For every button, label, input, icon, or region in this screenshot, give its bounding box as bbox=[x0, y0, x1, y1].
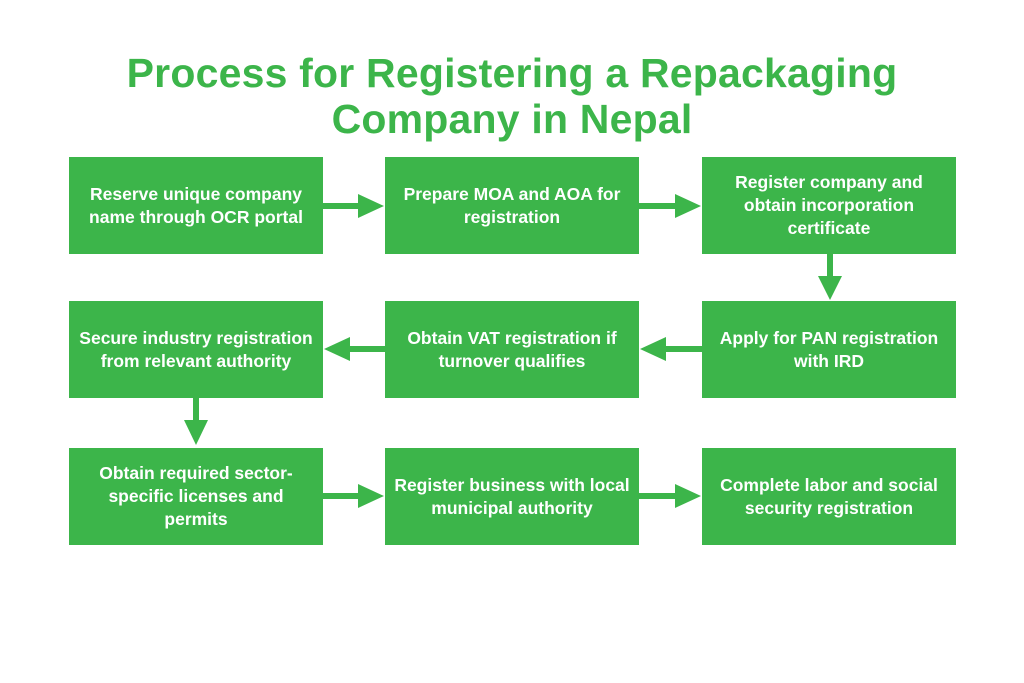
step-label: Prepare MOA and AOA for registration bbox=[403, 183, 621, 227]
step-label: Reserve unique company name through OCR … bbox=[89, 183, 303, 227]
arrow-right-icon bbox=[639, 194, 701, 218]
title-line-1: Process for Registering a Repackaging bbox=[126, 50, 898, 96]
step-label: Secure industry registration from releva… bbox=[79, 327, 313, 371]
diagram-title: Process for Registering a Repackaging Co… bbox=[0, 50, 1024, 142]
step-box-pan-registration: Apply for PAN registration with IRD bbox=[702, 301, 956, 398]
step-box-register-company: Register company and obtain incorporatio… bbox=[702, 157, 956, 254]
step-box-industry-registration: Secure industry registration from releva… bbox=[69, 301, 323, 398]
step-label: Complete labor and social security regis… bbox=[720, 474, 938, 518]
step-box-prepare-moa-aoa: Prepare MOA and AOA for registration bbox=[385, 157, 639, 254]
step-label: Apply for PAN registration with IRD bbox=[719, 327, 939, 371]
arrow-right-icon bbox=[323, 484, 384, 508]
step-box-vat-registration: Obtain VAT registration if turnover qual… bbox=[385, 301, 639, 398]
step-label: Obtain required sector-specific licenses… bbox=[99, 463, 293, 529]
step-label: Obtain VAT registration if turnover qual… bbox=[407, 327, 617, 371]
step-label: Register company and obtain incorporatio… bbox=[735, 172, 923, 238]
step-box-municipal-registration: Register business with local municipal a… bbox=[385, 448, 639, 545]
step-box-labor-social-security: Complete labor and social security regis… bbox=[702, 448, 956, 545]
step-label: Register business with local municipal a… bbox=[394, 474, 630, 518]
arrow-down-icon bbox=[818, 254, 842, 300]
title-line-2: Company in Nepal bbox=[331, 96, 693, 142]
arrow-right-icon bbox=[323, 194, 384, 218]
arrow-down-icon bbox=[184, 398, 208, 445]
step-box-reserve-name: Reserve unique company name through OCR … bbox=[69, 157, 323, 254]
arrow-left-icon bbox=[324, 337, 385, 361]
step-box-sector-licenses: Obtain required sector-specific licenses… bbox=[69, 448, 323, 545]
arrow-right-icon bbox=[639, 484, 701, 508]
arrow-left-icon bbox=[640, 337, 702, 361]
